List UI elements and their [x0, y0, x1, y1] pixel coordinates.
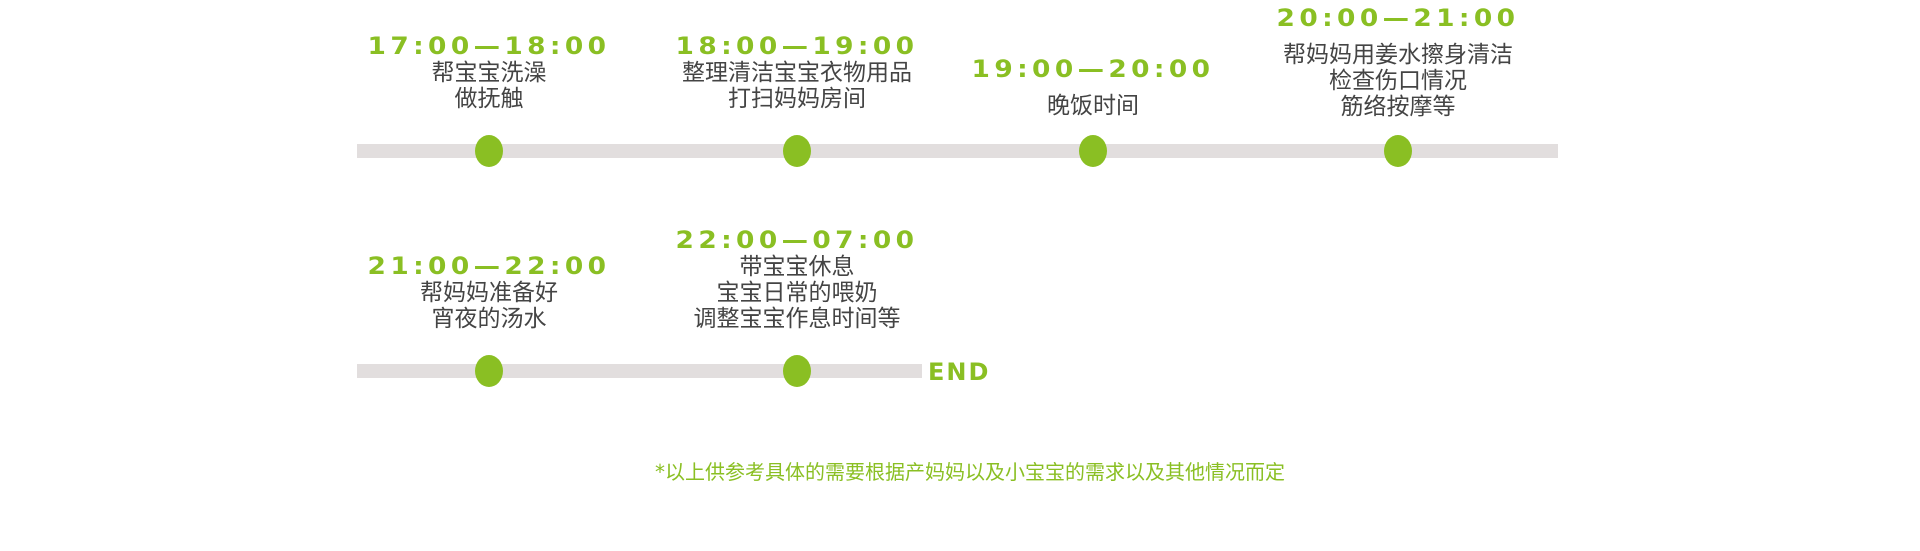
activity-line: 宝宝日常的喂奶 [716, 280, 878, 306]
activity-line: 检查伤口情况 [1329, 68, 1467, 94]
timeline-node: 17:00—18:00 帮宝宝洗澡 做抚触 [368, 32, 606, 112]
timeline-track-2 [357, 364, 922, 378]
timeline-node: 22:00—07:00 带宝宝休息 宝宝日常的喂奶 调整宝宝作息时间等 [676, 226, 914, 332]
activity-line: 做抚触 [454, 86, 524, 112]
timeline-dot [1384, 135, 1412, 167]
footnote: *以上供参考具体的需要根据产妈妈以及小宝宝的需求以及其他情况而定 [655, 460, 1285, 484]
end-label: END [928, 358, 991, 386]
time-range: 17:00—18:00 [367, 32, 611, 60]
activity-line: 晚饭时间 [1046, 93, 1139, 119]
activity-line: 带宝宝休息 [739, 254, 855, 280]
time-range: 20:00—21:00 [1276, 4, 1520, 32]
timeline-node: 20:00—21:00 帮妈妈用姜水擦身清洁 检查伤口情况 筋络按摩等 [1277, 4, 1515, 120]
timeline-node: 18:00—19:00 整理清洁宝宝衣物用品 打扫妈妈房间 [676, 32, 914, 112]
activity-line: 整理清洁宝宝衣物用品 [682, 60, 912, 86]
timeline-dot [783, 135, 811, 167]
activity-line: 调整宝宝作息时间等 [693, 306, 901, 332]
activity-line: 打扫妈妈房间 [728, 86, 866, 112]
timeline-track-1 [357, 144, 1558, 158]
activity-line: 宵夜的汤水 [431, 306, 547, 332]
timeline-node: 19:00—20:00 晚饭时间 [972, 55, 1210, 119]
timeline-node: 21:00—22:00 帮妈妈准备好 宵夜的汤水 [368, 252, 606, 332]
timeline-dot [475, 355, 503, 387]
time-range: 19:00—20:00 [971, 55, 1215, 83]
activity-line: 帮妈妈用姜水擦身清洁 [1283, 42, 1513, 68]
activity-line: 帮妈妈准备好 [419, 280, 558, 306]
time-range: 22:00—07:00 [675, 226, 919, 254]
time-range: 18:00—19:00 [675, 32, 919, 60]
timeline-dot [475, 135, 503, 167]
activity-line: 筋络按摩等 [1340, 94, 1456, 120]
timeline-dot [1079, 135, 1107, 167]
timeline-dot [783, 355, 811, 387]
time-range: 21:00—22:00 [367, 252, 611, 280]
activity-line: 帮宝宝洗澡 [431, 60, 547, 86]
